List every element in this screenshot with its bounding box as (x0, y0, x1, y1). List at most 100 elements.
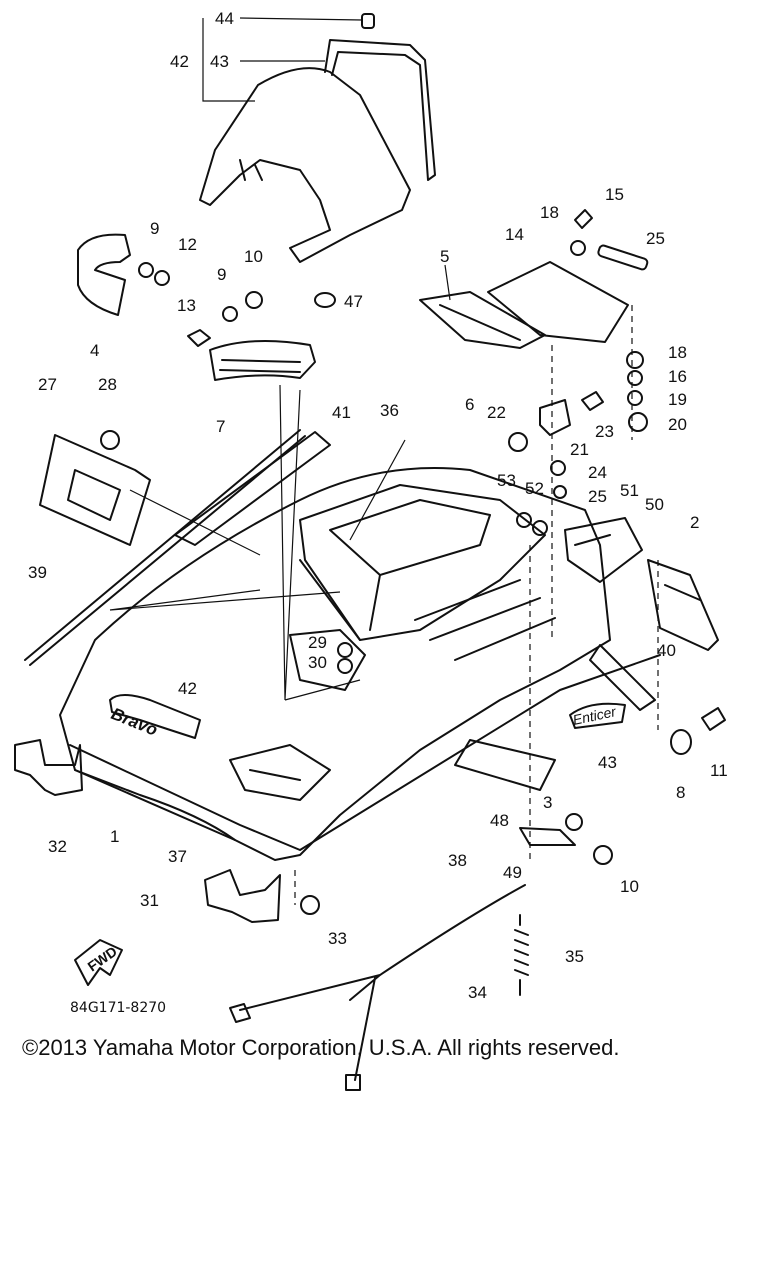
ring-19 (627, 390, 643, 406)
callout-3: 3 (543, 793, 552, 812)
callout-23: 22 (487, 403, 506, 422)
knob-16 (574, 209, 593, 229)
side-grille-left (77, 233, 131, 316)
hinge-31 (204, 869, 281, 923)
callout-34: 34 (468, 983, 487, 1002)
callout-17: 16 (668, 367, 687, 386)
grommet-33 (300, 895, 320, 915)
callout-51: 51 (620, 481, 639, 500)
callout-49: 49 (503, 863, 522, 882)
callout-48: 48 (490, 811, 509, 830)
bolt-22 (581, 391, 604, 411)
callout-53: 53 (497, 471, 516, 490)
callout-28: 28 (98, 375, 117, 394)
callouts: 44 42 43 9 12 10 9 13 47 4 7 5 14 15 18 … (28, 9, 728, 1002)
reference-lines (294, 305, 659, 905)
grommet-18b (626, 351, 644, 369)
cap-20 (628, 412, 648, 432)
nut-10 (245, 291, 263, 309)
callout-15: 14 (505, 225, 524, 244)
callout-31: 31 (140, 891, 159, 910)
nut-13 (154, 270, 170, 286)
callout-9b: 9 (217, 265, 226, 284)
grommet-11 (593, 845, 613, 865)
leader-lines (109, 17, 451, 701)
callout-14: 13 (177, 296, 196, 315)
callout-35: 35 (565, 947, 584, 966)
callout-13: 12 (178, 235, 197, 254)
hinge-32 (14, 739, 83, 796)
callout-16: 15 (605, 185, 624, 204)
washer-25 (553, 485, 567, 499)
ring-17 (627, 370, 643, 386)
callout-39: 39 (28, 563, 47, 582)
washer-47 (314, 292, 336, 308)
nut-24 (550, 460, 566, 476)
callout-45: 43 (210, 52, 229, 71)
callout-38: 38 (448, 851, 467, 870)
bolt-12 (701, 707, 726, 731)
side-cover-left (39, 434, 151, 546)
callout-2: 2 (690, 513, 699, 532)
callout-41: 41 (332, 403, 351, 422)
callout-42: 42 (178, 679, 197, 698)
hood (59, 467, 661, 861)
callout-11: 10 (620, 877, 639, 896)
callout-6: 6 (465, 395, 474, 414)
parts-diagram: 44 42 43 9 12 10 9 13 47 4 7 5 14 15 18 … (14, 9, 728, 1091)
vent-lid (487, 261, 629, 343)
callout-7: 7 (216, 417, 225, 436)
hood-logo: Bravo (109, 704, 161, 740)
callout-5: 5 (440, 247, 449, 266)
callout-43: 43 (598, 753, 617, 772)
callout-27: 27 (38, 375, 57, 394)
clip-23 (508, 432, 528, 452)
callout-12: 11 (710, 761, 728, 780)
callout-4: 4 (90, 341, 99, 360)
antenna-rod (24, 429, 301, 661)
grommet-28 (100, 430, 120, 450)
nut-9a (138, 262, 154, 278)
rod (597, 244, 649, 271)
grommet-52 (532, 520, 548, 536)
callout-10: 10 (244, 247, 263, 266)
shim-48-49 (519, 827, 576, 846)
spring-35 (514, 914, 529, 996)
grommet-53 (516, 512, 532, 528)
grommet-3 (565, 813, 583, 831)
copyright-text: ©2013 Yamaha Motor Corporation, U.S.A. A… (22, 1035, 620, 1060)
callout-18b: 18 (668, 343, 687, 362)
callout-24: 24 (588, 463, 607, 482)
bushing-8 (670, 729, 692, 755)
callout-26: 25 (646, 229, 665, 248)
cable-34 (239, 884, 526, 1081)
callout-46: 44 (215, 9, 234, 28)
cable-end-left (229, 1003, 251, 1023)
cable-end-bottom (345, 1074, 361, 1091)
windshield (199, 39, 436, 263)
fwd-arrow-icon (74, 939, 123, 986)
grommet-30 (337, 658, 353, 674)
callout-1: 1 (110, 827, 119, 846)
reference-code: 84G171-8270 (70, 1000, 167, 1016)
grommet-18a (570, 240, 586, 256)
nut-9b (222, 306, 238, 322)
callout-37: 37 (168, 847, 187, 866)
bracket-plate (564, 517, 643, 583)
callout-32: 32 (48, 837, 67, 856)
strip-41 (174, 431, 331, 546)
callout-18a: 18 (540, 203, 559, 222)
callout-19: 19 (668, 390, 687, 409)
callout-30: 30 (308, 653, 327, 672)
hinge-21 (539, 399, 571, 436)
callout-47: 47 (344, 292, 363, 311)
callout-33: 33 (328, 929, 347, 948)
callout-44: 42 (170, 52, 189, 71)
vent-panel (419, 291, 546, 349)
callout-20: 20 (668, 415, 687, 434)
callout-40: 40 (657, 641, 676, 660)
callout-52: 52 (525, 479, 544, 498)
callout-8: 8 (676, 783, 685, 802)
callout-50: 50 (645, 495, 664, 514)
front-grille (209, 340, 316, 381)
